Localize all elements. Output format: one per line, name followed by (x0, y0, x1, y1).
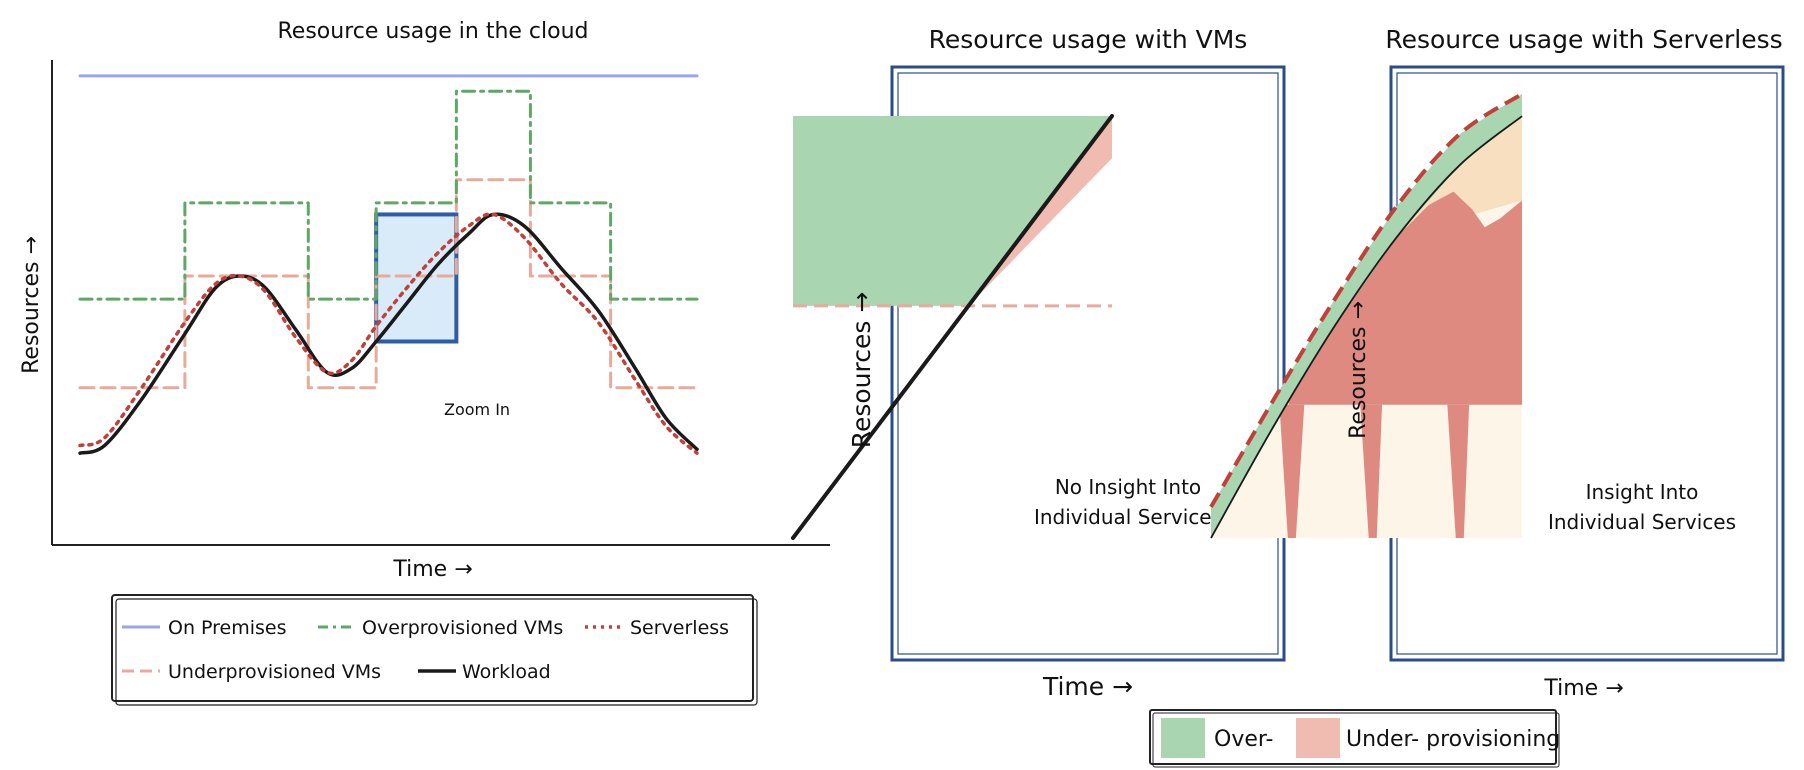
service-peak (1279, 404, 1305, 538)
legend-label-overprovisioned: Overprovisioned VMs (362, 617, 563, 639)
legend-label-over: Over- (1214, 727, 1273, 752)
over-provisioning-area (793, 116, 1112, 306)
chart3-ylabel: Resources → (1346, 301, 1371, 439)
workload-line (791, 114, 1114, 540)
provisioned-dashed-line (1209, 92, 1524, 508)
service-peak (1360, 404, 1383, 538)
legend-label-on-premises: On Premises (168, 617, 287, 639)
workload-line (1210, 115, 1523, 539)
chart1-title: Resource usage in the cloud (278, 19, 589, 44)
provisioning-legend: Over- Under- provisioning (1149, 709, 1560, 768)
chart2-xlabel: Time → (1042, 672, 1133, 701)
chart2-marks (791, 114, 1114, 540)
chart3-marks (1209, 92, 1524, 539)
service-peak (1447, 404, 1470, 538)
chart2-ylabel: Resources → (847, 292, 876, 449)
legend-label-under: Under- provisioning (1346, 727, 1560, 752)
legend-swatch-over (1161, 718, 1205, 758)
series-overprovisioned-vms (78, 89, 699, 301)
chart3-xlabel: Time → (1543, 676, 1623, 701)
legend-label-serverless: Serverless (630, 617, 729, 639)
chart1-legend: On Premises Overprovisioned VMs Serverle… (111, 594, 758, 706)
chart2-annotation-line2: Individual Services (1034, 505, 1222, 529)
zoom-in-box (374, 212, 459, 344)
chart1-axes (51, 60, 830, 546)
chart1-series (78, 74, 699, 455)
series-workload (78, 212, 699, 455)
chart2-annotation-line1: No Insight Into (1055, 475, 1201, 499)
chart1-ylabel: Resources → (19, 236, 44, 374)
series-underprovisioned-vms (78, 178, 699, 390)
service-red-area (1288, 191, 1522, 405)
chart3-annotation-line1: Insight Into (1586, 480, 1699, 504)
legend-swatch-under (1296, 718, 1340, 758)
series-serverless (78, 212, 699, 455)
chart1-zoom-box (374, 212, 459, 344)
chart2-title: Resource usage with VMs (929, 25, 1248, 54)
legend-label-underprovisioned: Underprovisioned VMs (168, 661, 381, 683)
chart1-xlabel: Time → (392, 557, 472, 582)
chart3-title: Resource usage with Serverless (1385, 25, 1782, 54)
chart3-annotation-line2: Individual Services (1548, 510, 1736, 534)
legend-label-workload: Workload (462, 661, 551, 683)
chart1-zoom-annotation: Zoom In (444, 400, 510, 419)
